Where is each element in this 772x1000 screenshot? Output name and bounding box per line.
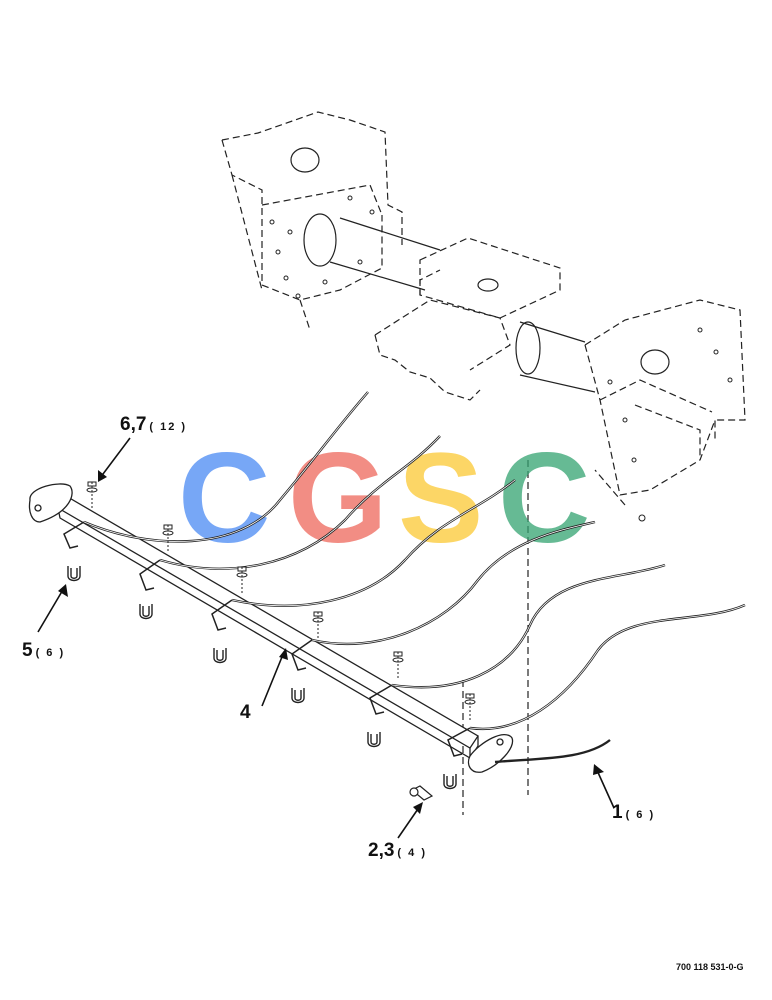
watermark-letter: S <box>398 427 483 570</box>
axle-tube <box>290 147 670 393</box>
callout-4: 4 <box>240 702 254 724</box>
watermark-letter: G <box>288 427 388 570</box>
callout-5: 5( 6 ) <box>22 640 65 662</box>
arrow-heads <box>58 470 604 814</box>
tine-bar <box>28 483 514 773</box>
nuts-washers <box>86 481 476 722</box>
callout-quantity: ( 12 ) <box>149 421 188 433</box>
callout-number: 2,3 <box>368 840 395 861</box>
tines-inner <box>83 391 746 730</box>
callout-number: 6,7 <box>120 414 147 435</box>
callout-1: 1( 6 ) <box>612 802 655 824</box>
callout-2-3: 2,3( 4 ) <box>368 840 427 862</box>
callout-number: 4 <box>240 702 251 723</box>
u-bolts <box>67 566 457 790</box>
callout-quantity: ( 6 ) <box>35 647 66 659</box>
callout-quantity: ( 4 ) <box>397 847 427 859</box>
document-number: 700 118 531-0-G <box>676 962 744 972</box>
leader-arrows <box>37 437 615 839</box>
frame-holes <box>269 195 733 522</box>
bolt-2-3 <box>409 785 434 801</box>
callout-number: 5 <box>22 640 33 661</box>
watermark: C G S C <box>178 427 590 570</box>
tine-hooks <box>63 521 471 757</box>
watermark-letter: C <box>178 427 270 570</box>
callout-6-7: 6,7( 12 ) <box>120 414 187 436</box>
watermark-letter: C <box>498 427 590 570</box>
callout-quantity: ( 6 ) <box>625 809 656 821</box>
callout-number: 1 <box>612 802 623 823</box>
frame-assembly <box>221 111 746 815</box>
